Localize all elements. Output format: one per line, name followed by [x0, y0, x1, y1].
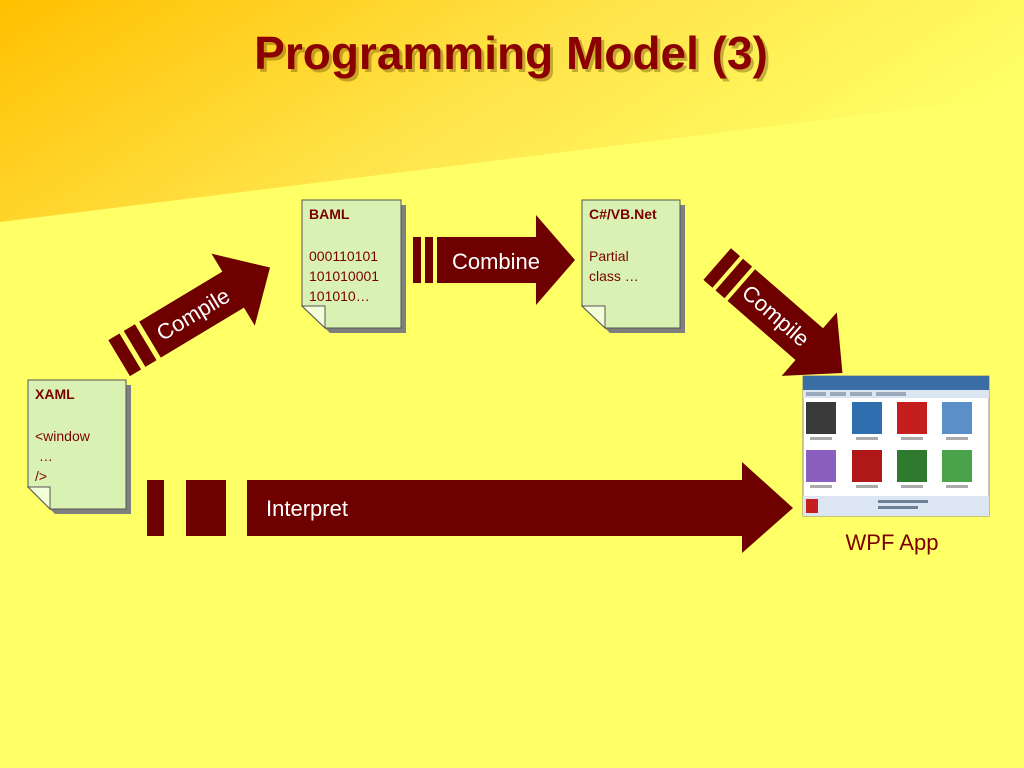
note-paper [27, 379, 127, 510]
game-caption [946, 485, 968, 488]
game-caption [810, 485, 832, 488]
note-fold [26, 486, 51, 511]
arrow-tail-bar [715, 258, 753, 299]
arrow-tail-bar [703, 248, 741, 288]
wpf-app-screenshot-icon [802, 375, 990, 517]
game-caption [901, 437, 923, 440]
game-caption [810, 437, 832, 440]
combine-arrow: Combine [413, 215, 575, 305]
app-details-thumb [806, 499, 818, 513]
game-tile [942, 402, 972, 434]
interpret-arrow: Interpret [147, 462, 793, 553]
game-tile [806, 450, 836, 482]
note-fold [300, 305, 326, 330]
game-tile [806, 402, 836, 434]
app-details-text [878, 500, 928, 503]
arrow-body [437, 215, 575, 305]
xaml-header: XAML [35, 386, 75, 402]
baml-header: BAML [309, 206, 350, 222]
arrow-tail-bar [123, 324, 157, 367]
xaml-line: /> [35, 468, 47, 484]
arrow-tail-bar [425, 237, 433, 283]
baml-line: 101010001 [309, 268, 379, 284]
app-titlebar [803, 376, 989, 390]
slide-title-shadow: Programming Model (3) [257, 30, 771, 82]
game-tile [942, 450, 972, 482]
app-toolbar-item [876, 392, 906, 396]
gradient-band [0, 0, 1024, 222]
app-details-text [878, 506, 918, 509]
arrow-tail-bar [413, 237, 421, 283]
app-window [802, 375, 990, 517]
baml-line: 000110101 [309, 248, 378, 264]
xaml-note: XAML <window … /> [26, 379, 131, 514]
game-tile [852, 402, 882, 434]
arrow-tail-bar [186, 480, 226, 536]
compile-right-arrow: Compile [703, 248, 843, 376]
game-tile [852, 450, 882, 482]
interpret-label: Interpret [266, 496, 348, 521]
csharp-header: C#/VB.Net [589, 206, 657, 222]
arrow-tail-bar [108, 333, 142, 377]
app-toolbar-item [850, 392, 872, 396]
arrow-body [727, 269, 843, 376]
note-paper [301, 199, 402, 329]
arrow-body [139, 253, 271, 358]
csharp-note: C#/VB.Net Partial class … [580, 199, 685, 333]
wpf-app-caption: WPF App [846, 530, 939, 555]
note-fold [580, 305, 606, 330]
game-caption [946, 437, 968, 440]
csharp-line: class … [589, 268, 639, 284]
baml-line: 101010… [309, 288, 370, 304]
game-caption [901, 485, 923, 488]
xaml-line: <window [35, 428, 91, 444]
game-tile [897, 450, 927, 482]
app-toolbar-item [806, 392, 826, 396]
note-paper [581, 199, 681, 329]
game-caption [856, 485, 878, 488]
game-tile [897, 402, 927, 434]
arrow-tail-bar [147, 480, 164, 536]
baml-note: BAML 000110101 101010001 101010… [300, 199, 406, 333]
xaml-line: … [35, 448, 53, 464]
combine-label: Combine [452, 249, 540, 274]
game-caption [856, 437, 878, 440]
arrow-body [247, 462, 793, 553]
csharp-line: Partial [589, 248, 629, 264]
app-toolbar-item [830, 392, 846, 396]
slide-title: Programming Model (3) [254, 27, 768, 79]
